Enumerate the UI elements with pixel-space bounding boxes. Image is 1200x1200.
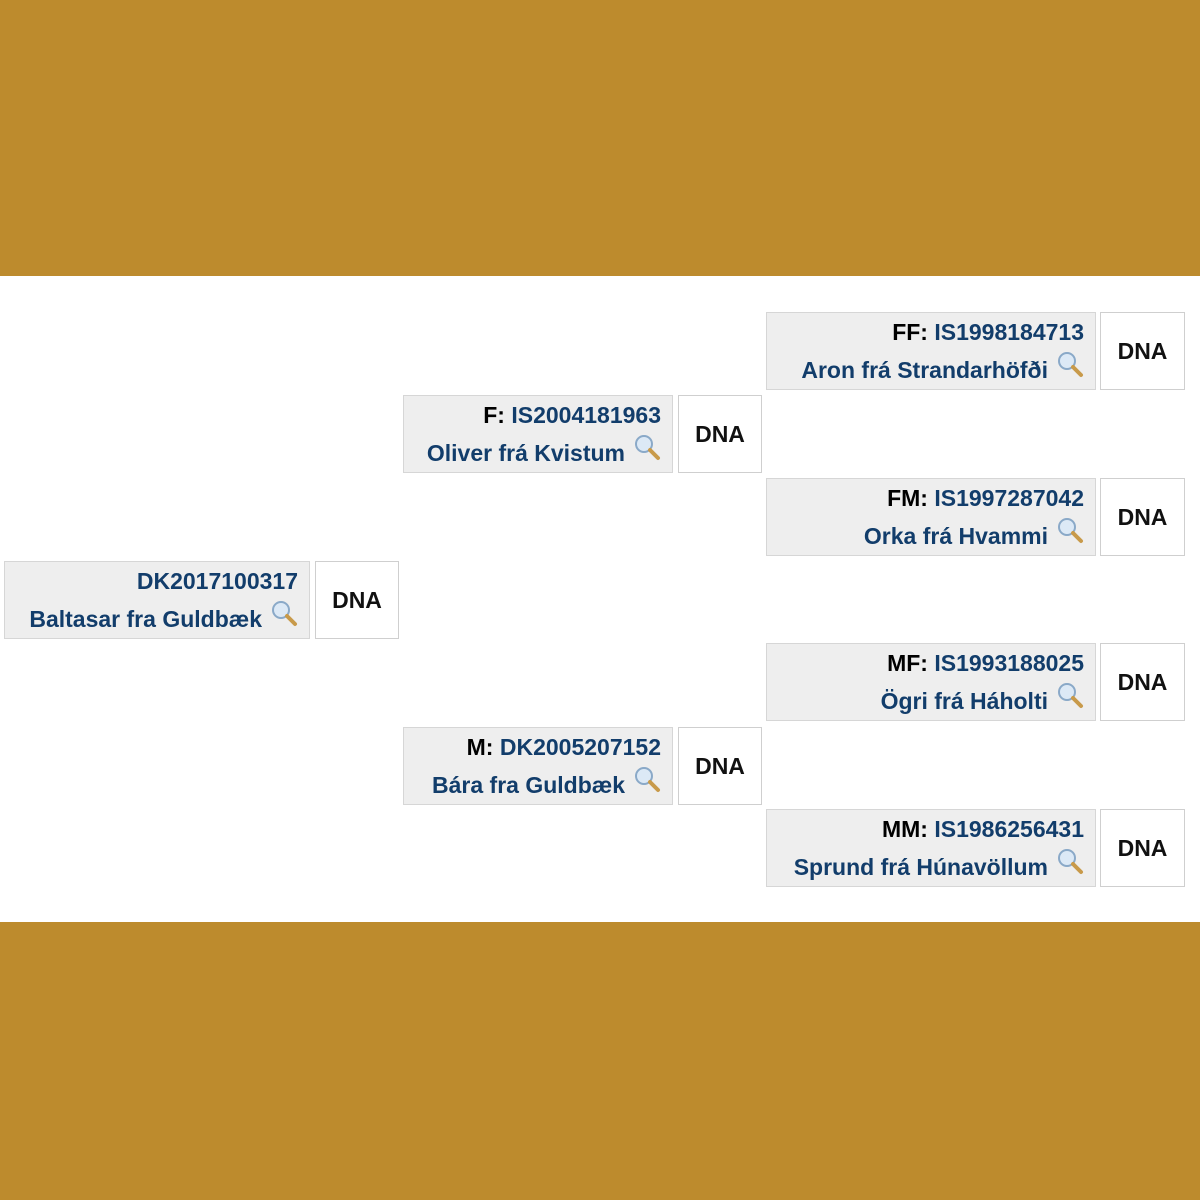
ff-card: FF: IS1998184713 Aron frá Strandarhöfði xyxy=(766,312,1096,390)
magnifier-icon[interactable] xyxy=(270,599,298,627)
fm-id-link[interactable]: IS1997287042 xyxy=(934,485,1084,511)
magnifier-icon[interactable] xyxy=(1056,847,1084,875)
mother-dna-button[interactable]: DNA xyxy=(678,727,762,805)
ff-id-link[interactable]: IS1998184713 xyxy=(934,319,1084,345)
mf-id-link[interactable]: IS1993188025 xyxy=(934,650,1084,676)
subject-id-link[interactable]: DK2017100317 xyxy=(136,568,298,594)
father-name-link[interactable]: Oliver frá Kvistum xyxy=(426,440,625,466)
father-dna-button[interactable]: DNA xyxy=(678,395,762,473)
mm-label: MM: xyxy=(881,816,928,842)
magnifier-icon[interactable] xyxy=(1056,681,1084,709)
mf-name-link[interactable]: Ögri frá Háholti xyxy=(880,688,1048,714)
fm-card: FM: IS1997287042 Orka frá Hvammi xyxy=(766,478,1096,556)
mf-label: MF: xyxy=(887,650,928,676)
mm-card: MM: IS1986256431 Sprund frá Húnavöllum xyxy=(766,809,1096,887)
subject-name-link[interactable]: Baltasar fra Guldbæk xyxy=(29,606,262,632)
fm-dna-button[interactable]: DNA xyxy=(1100,478,1185,556)
magnifier-icon[interactable] xyxy=(1056,516,1084,544)
magnifier-icon[interactable] xyxy=(1056,350,1084,378)
mm-id-link[interactable]: IS1986256431 xyxy=(934,816,1084,842)
mother-label: M: xyxy=(466,734,494,760)
fm-name-link[interactable]: Orka frá Hvammi xyxy=(863,523,1048,549)
father-id-link[interactable]: IS2004181963 xyxy=(511,402,661,428)
ff-name-link[interactable]: Aron frá Strandarhöfði xyxy=(801,357,1048,383)
ff-dna-button[interactable]: DNA xyxy=(1100,312,1185,390)
magnifier-icon[interactable] xyxy=(633,433,661,461)
mf-card: MF: IS1993188025 Ögri frá Háholti xyxy=(766,643,1096,721)
mf-dna-button[interactable]: DNA xyxy=(1100,643,1185,721)
mm-name-link[interactable]: Sprund frá Húnavöllum xyxy=(793,854,1048,880)
father-card: F: IS2004181963 Oliver frá Kvistum xyxy=(403,395,673,473)
subject-dna-button[interactable]: DNA xyxy=(315,561,399,639)
father-label: F: xyxy=(483,402,505,428)
subject-card: DK2017100317 Baltasar fra Guldbæk xyxy=(4,561,310,639)
fm-label: FM: xyxy=(887,485,928,511)
mother-card: M: DK2005207152 Bára fra Guldbæk xyxy=(403,727,673,805)
ff-label: FF: xyxy=(892,319,928,345)
mother-id-link[interactable]: DK2005207152 xyxy=(499,734,661,760)
magnifier-icon[interactable] xyxy=(633,765,661,793)
mother-name-link[interactable]: Bára fra Guldbæk xyxy=(432,772,625,798)
mm-dna-button[interactable]: DNA xyxy=(1100,809,1185,887)
